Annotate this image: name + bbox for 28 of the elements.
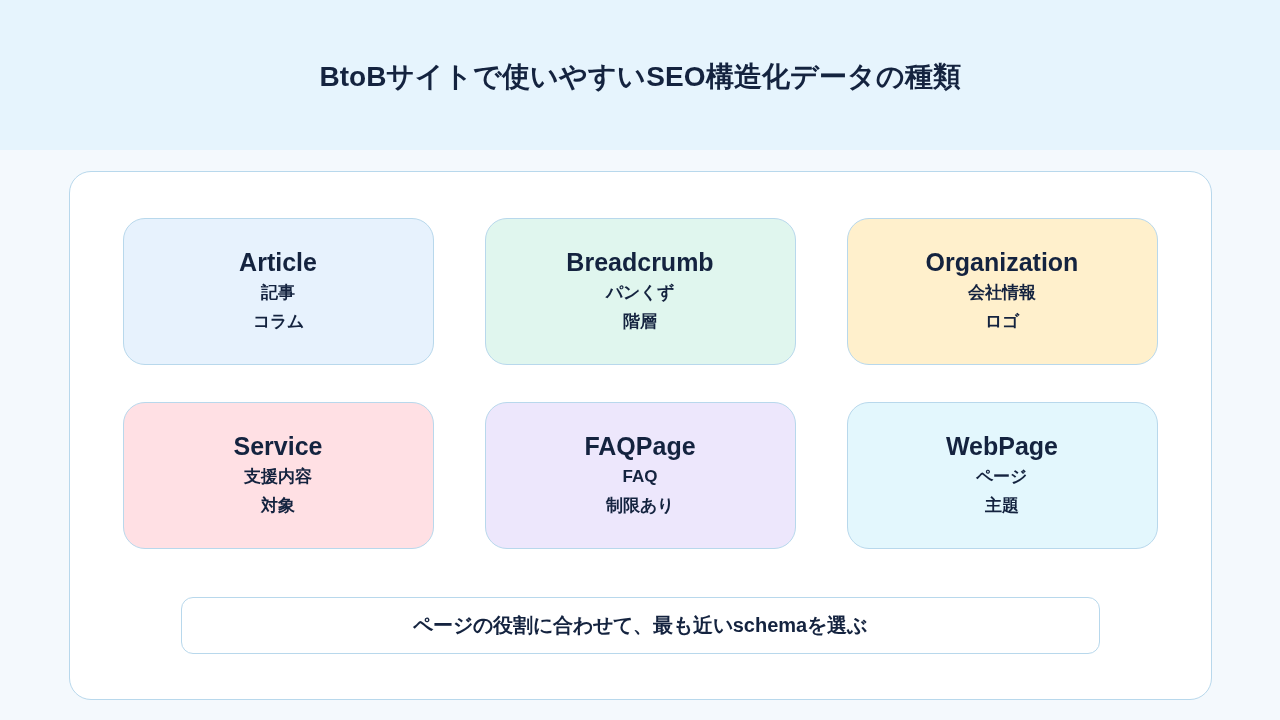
schema-example-text: FAQ bbox=[622, 465, 658, 488]
schema-example-text: 対象 bbox=[261, 494, 295, 517]
schema-card bbox=[846, 401, 1158, 549]
schema-example-text: 制限あり bbox=[606, 494, 674, 517]
schema-type-title: Breadcrumb bbox=[566, 246, 714, 277]
schema-example-text: ロゴ bbox=[985, 310, 1019, 333]
schema-card bbox=[122, 217, 434, 365]
schema-example-text: パンくず bbox=[606, 281, 674, 304]
guidance-text: ページの役割に合わせて、最も近いschemaを選ぶ bbox=[412, 613, 868, 638]
schema-example-text: 会社情報 bbox=[968, 281, 1036, 304]
schema-card bbox=[484, 401, 796, 549]
schema-example-text: 階層 bbox=[623, 310, 657, 333]
schema-type-title: Service bbox=[233, 430, 323, 461]
note-bar bbox=[180, 596, 1100, 654]
schema-example-text: 記事 bbox=[261, 281, 295, 304]
schema-card bbox=[484, 217, 796, 365]
schema-example-text: 主題 bbox=[985, 494, 1019, 517]
schema-card bbox=[122, 401, 434, 549]
schema-type-title: Article bbox=[239, 246, 317, 277]
schema-type-title: FAQPage bbox=[584, 430, 696, 461]
schema-type-title: WebPage bbox=[945, 430, 1059, 461]
panel-background bbox=[69, 171, 1212, 700]
schema-card bbox=[846, 217, 1158, 365]
page-title: BtoBサイトで使いやすいSEO構造化データの種類 bbox=[319, 60, 961, 94]
schema-example-text: ページ bbox=[976, 465, 1028, 488]
schema-example-text: コラム bbox=[252, 310, 304, 333]
schema-type-title: Organization bbox=[925, 246, 1079, 277]
schema-example-text: 支援内容 bbox=[244, 465, 312, 488]
